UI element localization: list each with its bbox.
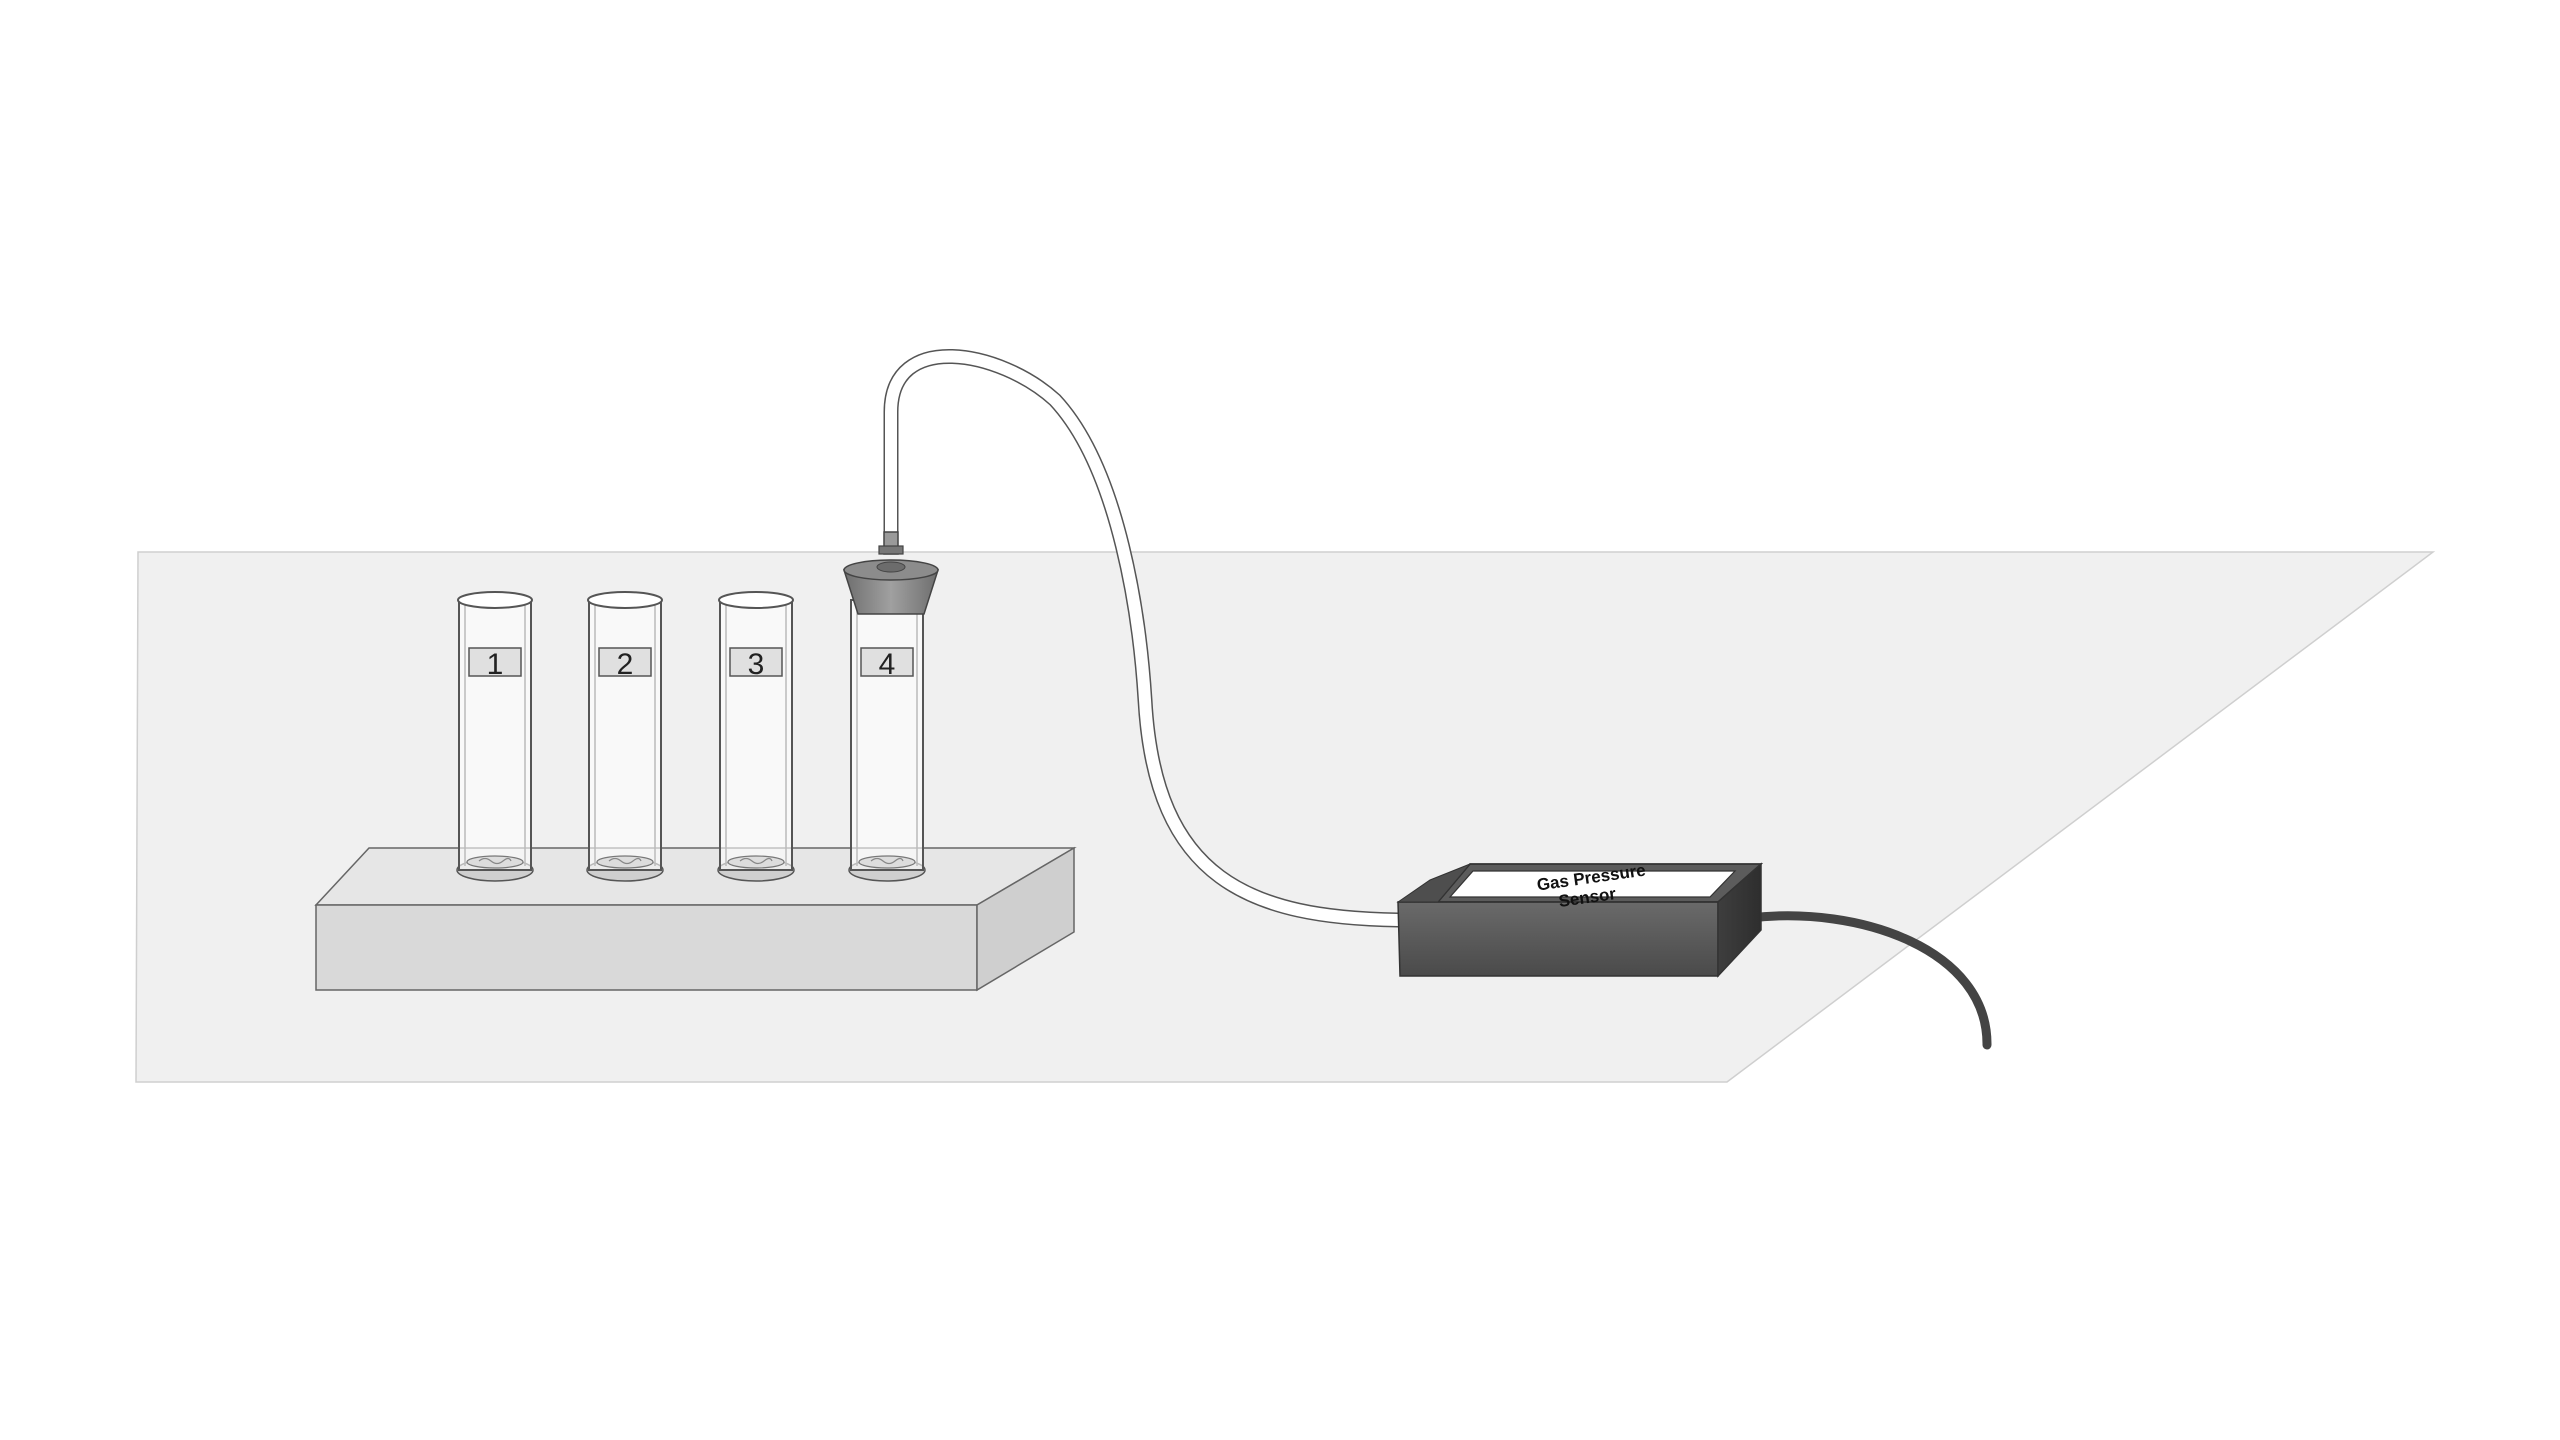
test-tube-3: 3 xyxy=(717,591,795,882)
rack-side xyxy=(976,846,1075,992)
sensor-label-plate xyxy=(1448,870,1737,898)
tube-label-plate xyxy=(468,647,522,677)
gas-tubing xyxy=(883,348,1408,928)
tube-label-plate xyxy=(598,647,652,677)
test-tube-1: 1 xyxy=(456,591,534,882)
tube-label: 4 xyxy=(879,648,896,681)
sensor-cable xyxy=(1745,911,1992,1050)
tube-label: 1 xyxy=(487,648,504,681)
tube-label: 3 xyxy=(748,648,765,681)
test-tubes: 1 2 3 4 xyxy=(456,591,926,882)
rack-front xyxy=(315,904,978,991)
test-tube-2: 2 xyxy=(586,591,664,882)
test-tube-4: 4 xyxy=(848,599,926,882)
rubber-stopper xyxy=(842,531,940,615)
tube-label-plate xyxy=(729,647,783,677)
tube-label-plate xyxy=(860,647,914,677)
gas-pressure-sensor: Gas Pressure Sensor xyxy=(1396,861,1992,1050)
rack-top xyxy=(314,847,1077,906)
test-tube-rack xyxy=(314,846,1077,992)
tube-label: 2 xyxy=(617,648,634,681)
